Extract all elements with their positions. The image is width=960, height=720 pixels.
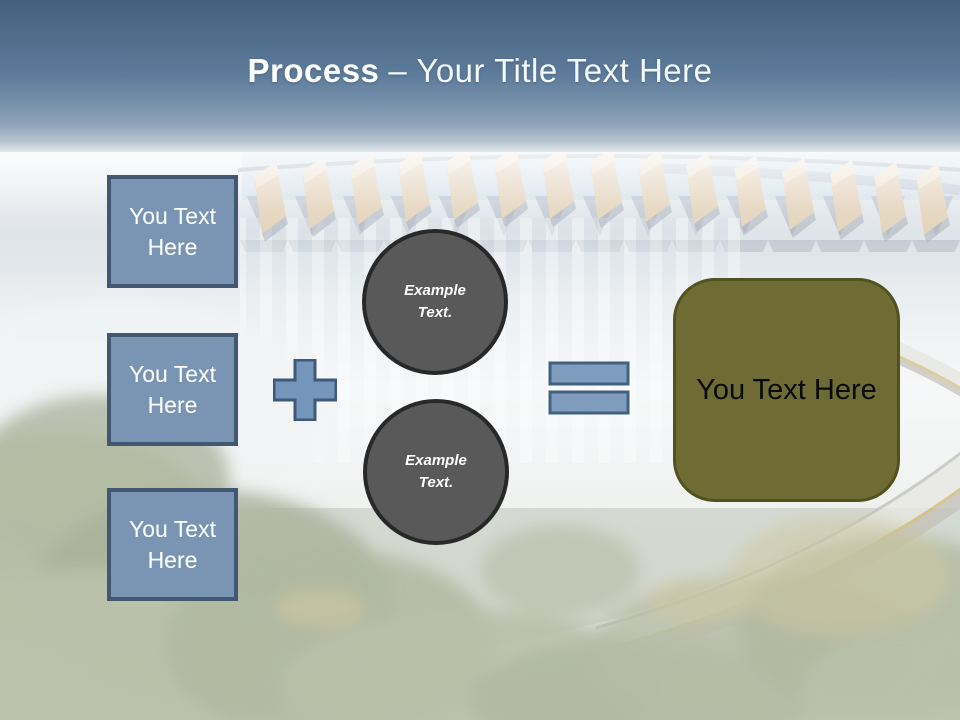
example-circle-1[interactable]: Example Text. (362, 229, 508, 375)
plus-icon[interactable] (273, 359, 337, 421)
equals-icon[interactable] (547, 361, 631, 417)
title-keyword: Process (247, 52, 380, 89)
example-circle-2-line2: Text. (418, 474, 454, 491)
example-circle-2-line1: Example (405, 452, 467, 469)
title-subtitle: – Your Title Text Here (388, 52, 713, 89)
example-circle-1-line1: Example (404, 282, 466, 299)
input-box-2[interactable]: You Text Here (107, 333, 238, 446)
result-box[interactable]: You Text Here (673, 278, 900, 502)
example-circle-2[interactable]: Example Text. (363, 399, 509, 545)
input-box-3-label: You Text Here (129, 515, 216, 573)
input-box-1-label: You Text Here (129, 202, 216, 260)
input-box-1[interactable]: You Text Here (107, 175, 238, 288)
result-box-label: You Text Here (696, 373, 877, 406)
example-circle-1-line2: Text. (417, 304, 453, 321)
input-box-3[interactable]: You Text Here (107, 488, 238, 601)
slide-title[interactable]: Process– Your Title Text Here (0, 52, 960, 90)
input-box-2-label: You Text Here (129, 360, 216, 418)
